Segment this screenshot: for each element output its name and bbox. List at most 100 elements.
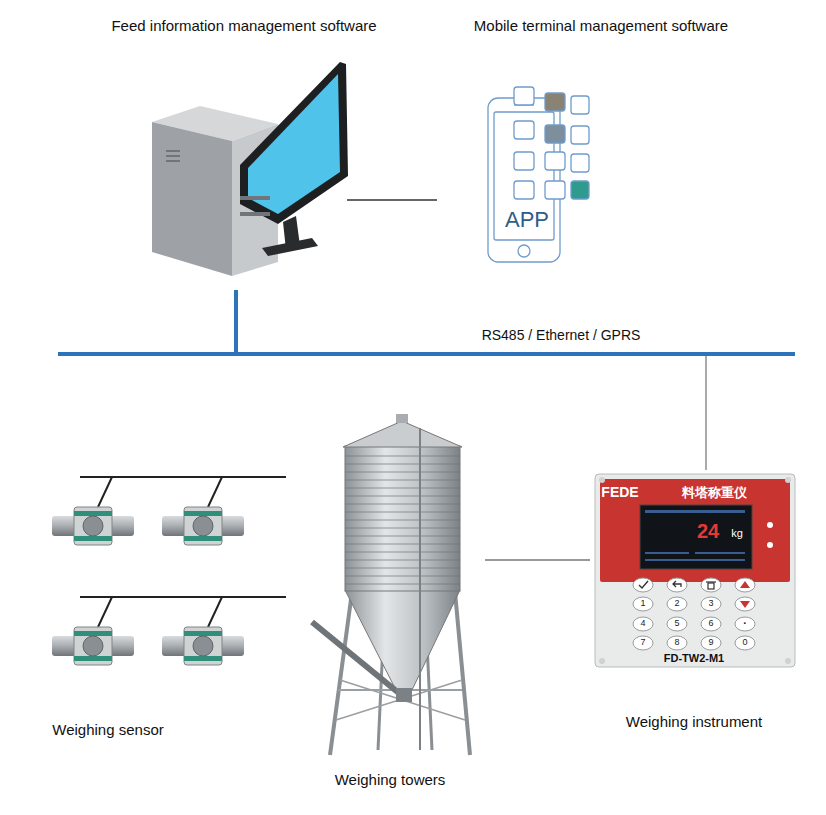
instrument-label: 5 <box>674 618 679 629</box>
illustration-part <box>706 581 716 582</box>
node-caption: Weighing instrument <box>626 713 762 731</box>
connector-line <box>236 290 706 354</box>
illustration-part <box>667 617 687 631</box>
illustration-part <box>545 181 565 199</box>
illustration-part <box>166 155 180 157</box>
illustration-part <box>166 160 180 162</box>
edge-label: RS485 / Ethernet / GPRS <box>478 327 645 344</box>
component-node: Feed information management software <box>145 60 347 290</box>
illustration-part <box>208 597 222 627</box>
illustration-part <box>514 87 534 105</box>
node-caption: Weighing sensor <box>52 721 163 739</box>
illustration-part <box>514 152 534 170</box>
illustration-part <box>419 428 421 750</box>
connector-line <box>485 559 590 561</box>
illustration-part <box>345 496 460 497</box>
instrument-label: kg <box>731 527 743 540</box>
illustration-part <box>240 212 270 216</box>
illustration-part <box>667 578 687 592</box>
instrument-label: 2 <box>674 598 679 609</box>
illustration-part <box>735 617 755 631</box>
sensor-illustration <box>52 477 286 665</box>
instrument-label: 9 <box>708 637 713 648</box>
illustration-part <box>345 590 460 690</box>
illustration-part <box>701 636 721 650</box>
illustration-part <box>345 488 460 489</box>
illustration-part <box>571 126 589 144</box>
illustration-part <box>571 181 589 199</box>
component-node: Weighing towers <box>305 415 485 760</box>
illustration-part <box>571 96 589 114</box>
illustration-part <box>785 477 791 483</box>
illustration-part <box>345 512 460 513</box>
connector-line <box>347 199 437 201</box>
illustration-part <box>639 581 648 588</box>
illustration-part <box>704 352 795 356</box>
illustration-part <box>58 352 238 356</box>
illustration-part <box>600 479 790 582</box>
illustration-part <box>345 552 460 553</box>
illustration-part <box>345 456 460 584</box>
illustration-part <box>735 636 755 650</box>
instrument-label: 料塔称重仪 <box>682 485 747 501</box>
illustration-part <box>667 636 687 650</box>
illustration-part <box>740 601 750 608</box>
component-node: Weighing sensor <box>45 470 295 670</box>
illustration-part <box>701 597 721 611</box>
illustration-part <box>645 552 689 554</box>
illustration-part <box>767 542 773 548</box>
illustration-part <box>345 528 460 529</box>
illustration-part <box>633 597 653 611</box>
illustration-part <box>262 238 318 256</box>
illustration-part <box>396 414 408 423</box>
illustration-part <box>455 592 470 755</box>
illustration-part <box>345 472 460 473</box>
illustration-part <box>345 544 460 545</box>
illustration-part <box>98 597 112 627</box>
illustration-part <box>740 581 750 588</box>
illustration-part <box>98 477 112 507</box>
illustration-part <box>396 688 412 702</box>
illustration-part <box>545 152 565 170</box>
illustration-part <box>345 568 460 569</box>
instrument-label: 0 <box>742 637 747 648</box>
illustration-part <box>735 578 755 592</box>
illustration-part <box>345 446 460 591</box>
illustration-part <box>599 658 605 664</box>
illustration-part <box>162 627 244 665</box>
app-label: APP <box>505 207 549 233</box>
illustration-part <box>345 536 460 537</box>
illustration-part <box>345 480 460 481</box>
illustration-part <box>345 560 460 561</box>
connector <box>347 200 437 201</box>
illustration-part <box>645 559 745 561</box>
node-caption: Feed information management software <box>111 17 376 35</box>
instrument-label: 6 <box>708 618 713 629</box>
illustration-part <box>345 584 460 585</box>
illustration-part <box>345 464 460 465</box>
instrument-label: 3 <box>708 598 713 609</box>
illustration-part <box>514 181 534 199</box>
illustration-part <box>767 522 773 528</box>
illustration-part <box>343 421 462 447</box>
illustration-part <box>708 583 714 589</box>
illustration-part <box>701 578 721 592</box>
illustration-part <box>735 597 755 611</box>
illustration-part <box>673 581 681 587</box>
illustration-part <box>52 627 134 665</box>
illustration-part <box>633 636 653 650</box>
phone-illustration <box>488 87 589 262</box>
node-caption: Weighing towers <box>335 771 446 789</box>
illustration-part <box>633 578 755 650</box>
instrument-label: FD-TW2-M1 <box>664 652 725 665</box>
illustration-part <box>488 98 560 262</box>
illustration-part <box>514 121 534 139</box>
illustration-part <box>248 74 340 214</box>
illustration-part <box>545 93 565 111</box>
instrument-label: 1 <box>640 598 645 609</box>
instrument-label: · <box>743 617 747 630</box>
node-caption: Mobile terminal management software <box>474 17 728 35</box>
